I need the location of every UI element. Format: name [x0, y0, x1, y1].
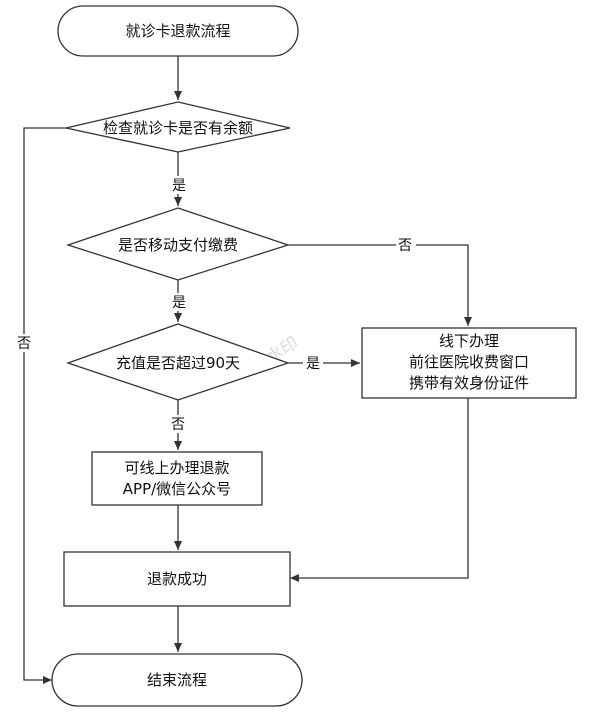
node-check-balance-text: 检查就诊卡是否有余额: [103, 119, 253, 137]
node-offline: 线下办理 前往医院收费窗口 携带有效身份证件: [361, 327, 577, 399]
label-yes-mobile: 是: [172, 295, 186, 311]
node-success: 退款成功: [63, 551, 291, 607]
connectors: [23, 56, 472, 684]
edge-mobile-no-to-offline: [288, 244, 472, 326]
node-offline-line3: 携带有效身份证件: [409, 374, 529, 392]
node-mobile-pay: 是否移动支付缴费: [65, 207, 291, 281]
node-offline-line2: 前往医院收费窗口: [409, 353, 529, 371]
node-end: 结束流程: [51, 653, 303, 707]
edge-offline-to-success: [290, 398, 469, 582]
node-over-90-days: 充值是否超过90天: [66, 323, 290, 401]
node-mobile-pay-text: 是否移动支付缴费: [118, 236, 238, 254]
label-no-90: 否: [171, 417, 185, 433]
node-offline-line1: 线下办理: [439, 332, 499, 350]
node-online-line2: APP/微信公众号: [123, 480, 231, 498]
edge-labels: 是 否 是 是 否 否: [14, 176, 416, 433]
label-yes-90: 是: [306, 356, 320, 372]
node-online: 可线上办理退款 APP/微信公众号: [91, 451, 263, 506]
node-start: 就诊卡退款流程: [57, 5, 299, 57]
label-yes-balance: 是: [172, 178, 186, 194]
node-start-text: 就诊卡退款流程: [125, 22, 230, 40]
node-end-text: 结束流程: [147, 671, 207, 689]
label-no-balance: 否: [17, 336, 31, 352]
label-no-mobile: 否: [398, 238, 412, 254]
node-success-text: 退款成功: [147, 570, 207, 588]
node-online-line1: 可线上办理退款: [124, 459, 229, 477]
node-check-balance: 检查就诊卡是否有余额: [65, 101, 291, 153]
node-over-90-days-text: 充值是否超过90天: [116, 354, 240, 372]
edge-check-no-to-end: [23, 127, 66, 684]
